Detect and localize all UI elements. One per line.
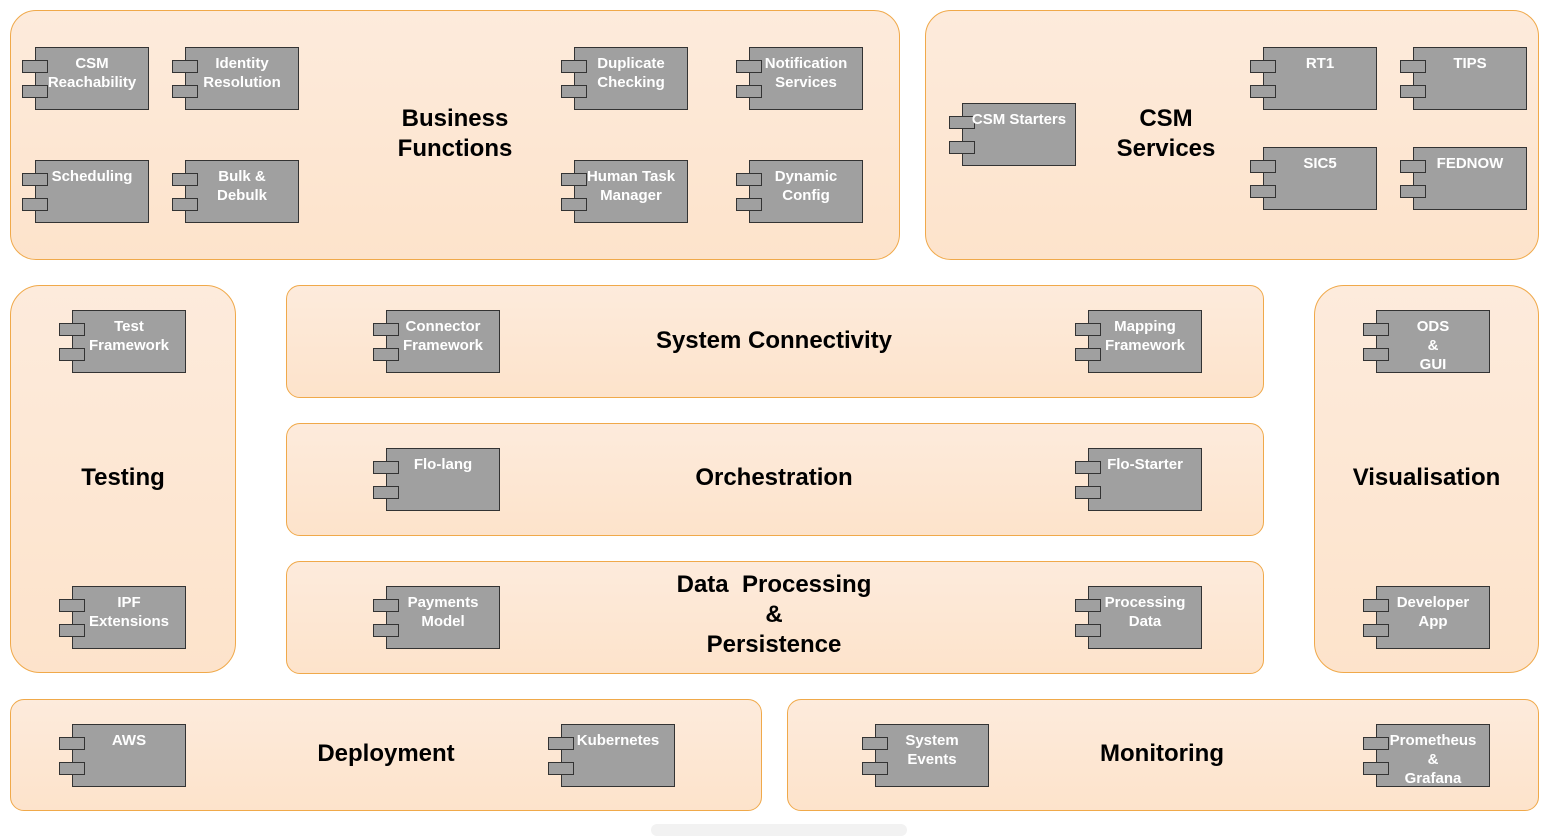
component-scheduling: Scheduling bbox=[22, 160, 149, 223]
component-label: SIC5 bbox=[1303, 155, 1337, 172]
component-bulk-debulk: Bulk & Debulk bbox=[172, 160, 299, 223]
component-label: FEDNOW bbox=[1436, 155, 1504, 172]
component-kubernetes: Kubernetes bbox=[548, 724, 675, 787]
group-title-data-processing: Data Processing & Persistence bbox=[676, 571, 872, 658]
component-label: Processing Data bbox=[1104, 594, 1186, 630]
component-sic5: SIC5 bbox=[1250, 147, 1377, 210]
component-label: Flo-Starter bbox=[1107, 456, 1183, 473]
component-rt1: RT1 bbox=[1250, 47, 1377, 110]
component-human-task-manager: Human Task Manager bbox=[561, 160, 688, 223]
component-label: Test Framework bbox=[88, 318, 170, 354]
component-notification-services: Notification Services bbox=[736, 47, 863, 110]
component-processing-data: Processing Data bbox=[1075, 586, 1202, 649]
group-title-orchestration: Orchestration bbox=[695, 464, 853, 491]
component-csm-starters: CSM Starters bbox=[949, 103, 1076, 166]
component-label: System Events bbox=[905, 732, 959, 768]
component-label: IPF Extensions bbox=[88, 594, 170, 630]
component-label: RT1 bbox=[1305, 55, 1335, 72]
group-title-system-connectivity: System Connectivity bbox=[655, 327, 893, 354]
group-title-deployment: Deployment bbox=[317, 740, 455, 767]
component-flo-lang: Flo-lang bbox=[373, 448, 500, 511]
component-label: AWS bbox=[111, 732, 147, 749]
component-ipf-extensions: IPF Extensions bbox=[59, 586, 186, 649]
group-title-testing: Testing bbox=[81, 464, 165, 491]
component-label: Scheduling bbox=[51, 168, 133, 185]
component-connector-framework: Connector Framework bbox=[373, 310, 500, 373]
component-system-events: System Events bbox=[862, 724, 989, 787]
component-label: Human Task Manager bbox=[586, 168, 676, 204]
component-label: Dynamic Config bbox=[774, 168, 838, 204]
bottom-edge-tab bbox=[651, 824, 907, 836]
group-title-csm-services: CSM Services bbox=[1116, 105, 1216, 162]
component-label: Payments Model bbox=[407, 594, 479, 630]
component-developer-app: Developer App bbox=[1363, 586, 1490, 649]
component-dynamic-config: Dynamic Config bbox=[736, 160, 863, 223]
component-label: Flo-lang bbox=[413, 456, 473, 473]
component-ods-gui: ODS & GUI bbox=[1363, 310, 1490, 373]
component-label: ODS & GUI bbox=[1416, 318, 1450, 373]
component-label: Mapping Framework bbox=[1104, 318, 1186, 354]
component-label: Duplicate Checking bbox=[597, 55, 665, 91]
component-fednow: FEDNOW bbox=[1400, 147, 1527, 210]
component-test-framework: Test Framework bbox=[59, 310, 186, 373]
component-identity-resolution: Identity Resolution bbox=[172, 47, 299, 110]
component-label: Identity Resolution bbox=[203, 55, 281, 91]
component-payments-model: Payments Model bbox=[373, 586, 500, 649]
component-label: Developer App bbox=[1396, 594, 1470, 630]
component-label: TIPS bbox=[1453, 55, 1487, 72]
component-tips: TIPS bbox=[1400, 47, 1527, 110]
group-title-visualisation: Visualisation bbox=[1352, 464, 1501, 491]
component-label: Kubernetes bbox=[576, 732, 660, 749]
component-label: Notification Services bbox=[764, 55, 848, 91]
component-label: CSM Reachability bbox=[47, 55, 137, 91]
component-label: Prometheus & Grafana bbox=[1389, 732, 1477, 787]
component-duplicate-checking: Duplicate Checking bbox=[561, 47, 688, 110]
component-label: CSM Starters bbox=[971, 111, 1067, 128]
group-title-monitoring: Monitoring bbox=[1100, 740, 1224, 767]
component-csm-reachability: CSM Reachability bbox=[22, 47, 149, 110]
component-prometheus-grafana: Prometheus & Grafana bbox=[1363, 724, 1490, 787]
component-label: Bulk & Debulk bbox=[216, 168, 267, 204]
component-label: Connector Framework bbox=[402, 318, 484, 354]
component-flo-starter: Flo-Starter bbox=[1075, 448, 1202, 511]
component-mapping-framework: Mapping Framework bbox=[1075, 310, 1202, 373]
group-title-business-functions: Business Functions bbox=[397, 105, 513, 162]
component-aws: AWS bbox=[59, 724, 186, 787]
